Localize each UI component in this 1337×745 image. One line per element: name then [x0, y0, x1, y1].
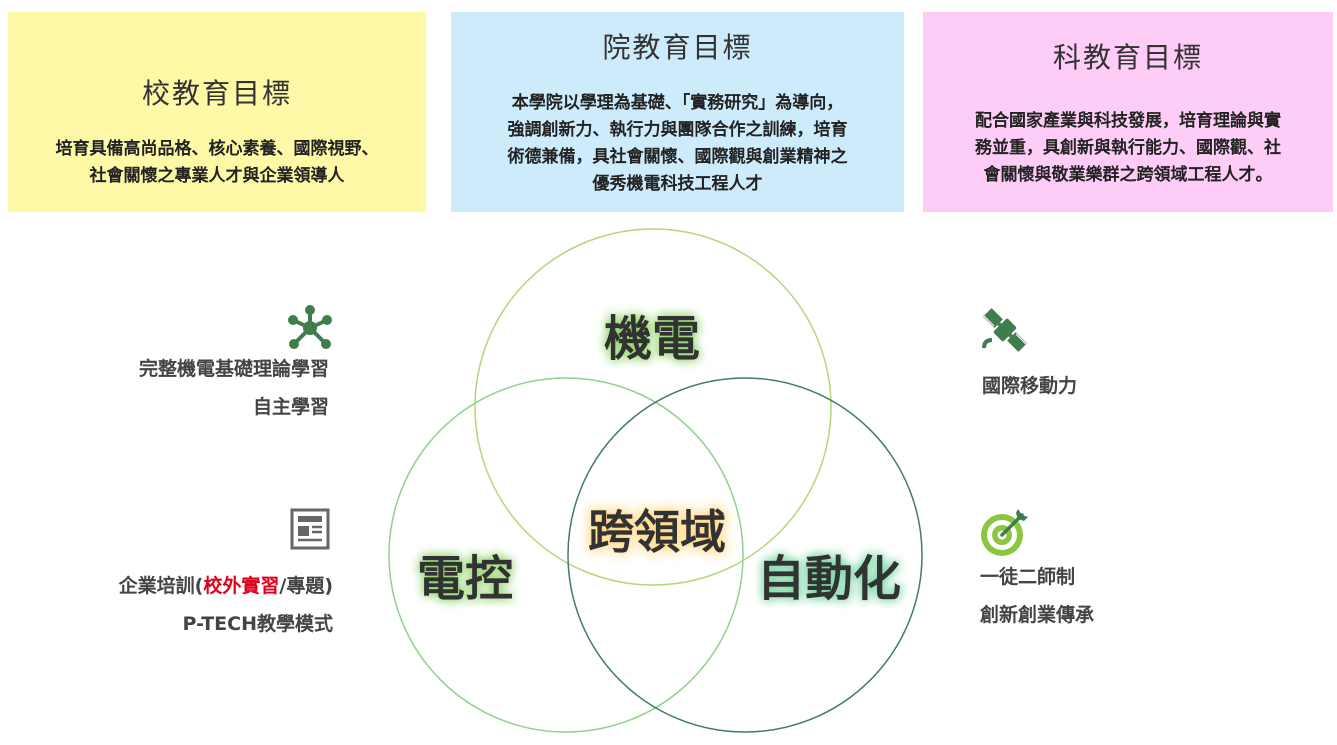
college-goal-text: 本學院以學理為基礎、「實務研究」為導向， 強調創新力、執行力與團隊合作之訓練，培…: [451, 90, 904, 198]
network-nodes-icon: [288, 305, 332, 349]
left-bottom-line-1: 企業培訓(校外實習/專題): [119, 567, 333, 605]
venn-circle-left: [388, 377, 744, 733]
right-bottom-text: 一徒二師制 創新創業傳承: [980, 558, 1094, 634]
school-goal-box: 校教育目標 培育具備高尚品格、核心素養、國際視野、 社會關懷之專業人才與企業領導…: [8, 12, 426, 212]
venn-label-left: 電控: [417, 551, 513, 607]
right-top-text: 國際移動力: [982, 367, 1077, 405]
school-goal-line: 社會關懷之專業人才與企業領導人: [89, 166, 345, 186]
left-bottom-suffix: /專題): [279, 575, 333, 597]
dept-goal-line: 配合國家產業與科技發展，培育理論與實: [975, 111, 1281, 131]
dept-goal-line: 務並重，具創新與執行能力、國際觀、社: [975, 138, 1281, 158]
college-goal-title: 院教育目標: [602, 31, 753, 64]
right-bottom-line: 一徒二師制: [980, 566, 1076, 588]
venn-circle-right: [567, 377, 923, 733]
school-goal-line: 培育具備高尚品格、核心素養、國際視野、: [55, 139, 379, 159]
right-bottom-line: 創新創業傳承: [980, 604, 1095, 626]
venn-circle-top: [474, 228, 832, 586]
college-goal-line: 本學院以學理為基礎、「實務研究」為導向，: [511, 93, 844, 113]
school-goal-title: 校教育目標: [141, 77, 292, 110]
left-bottom-prefix: 企業培訓(: [118, 575, 204, 597]
dept-goal-title: 科教育目標: [1052, 41, 1203, 74]
college-goal-line: 術德兼備，具社會關懷、國際觀與創業精神之: [507, 147, 848, 167]
dept-goal-text: 配合國家產業與科技發展，培育理論與實 務並重，具創新與執行能力、國際觀、社 會關…: [923, 108, 1333, 189]
venn-label-right: 自動化: [757, 551, 901, 607]
dept-goal-line: 會關懷與敬業樂群之跨領域工程人才。: [983, 165, 1273, 185]
left-bottom-text: 企業培訓(校外實習/專題) P-TECH教學模式: [119, 567, 333, 643]
college-goal-box: 院教育目標 本學院以學理為基礎、「實務研究」為導向， 強調創新力、執行力與團隊合…: [451, 12, 904, 212]
left-bottom-line-2: P-TECH教學模式: [182, 613, 333, 635]
right-top-line: 國際移動力: [982, 375, 1078, 397]
college-goal-line: 優秀機電科技工程人才: [592, 174, 763, 194]
target-arrow-icon: [981, 509, 1028, 556]
left-bottom-highlight: 校外實習: [203, 575, 280, 597]
newspaper-icon: [290, 508, 330, 550]
left-top-line: 自主學習: [252, 396, 329, 418]
venn-label-center: 跨領域: [588, 505, 726, 559]
satellite-icon: [982, 308, 1027, 352]
left-top-line: 完整機電基礎理論學習: [138, 358, 329, 380]
school-goal-text: 培育具備高尚品格、核心素養、國際視野、 社會關懷之專業人才與企業領導人: [8, 136, 426, 190]
college-goal-line: 強調創新力、執行力與團隊合作之訓練，培育: [507, 120, 848, 140]
dept-goal-box: 科教育目標 配合國家產業與科技發展，培育理論與實 務並重，具創新與執行能力、國際…: [923, 12, 1333, 212]
left-top-text: 完整機電基礎理論學習 自主學習: [139, 350, 329, 426]
venn-label-top: 機電: [604, 311, 700, 367]
